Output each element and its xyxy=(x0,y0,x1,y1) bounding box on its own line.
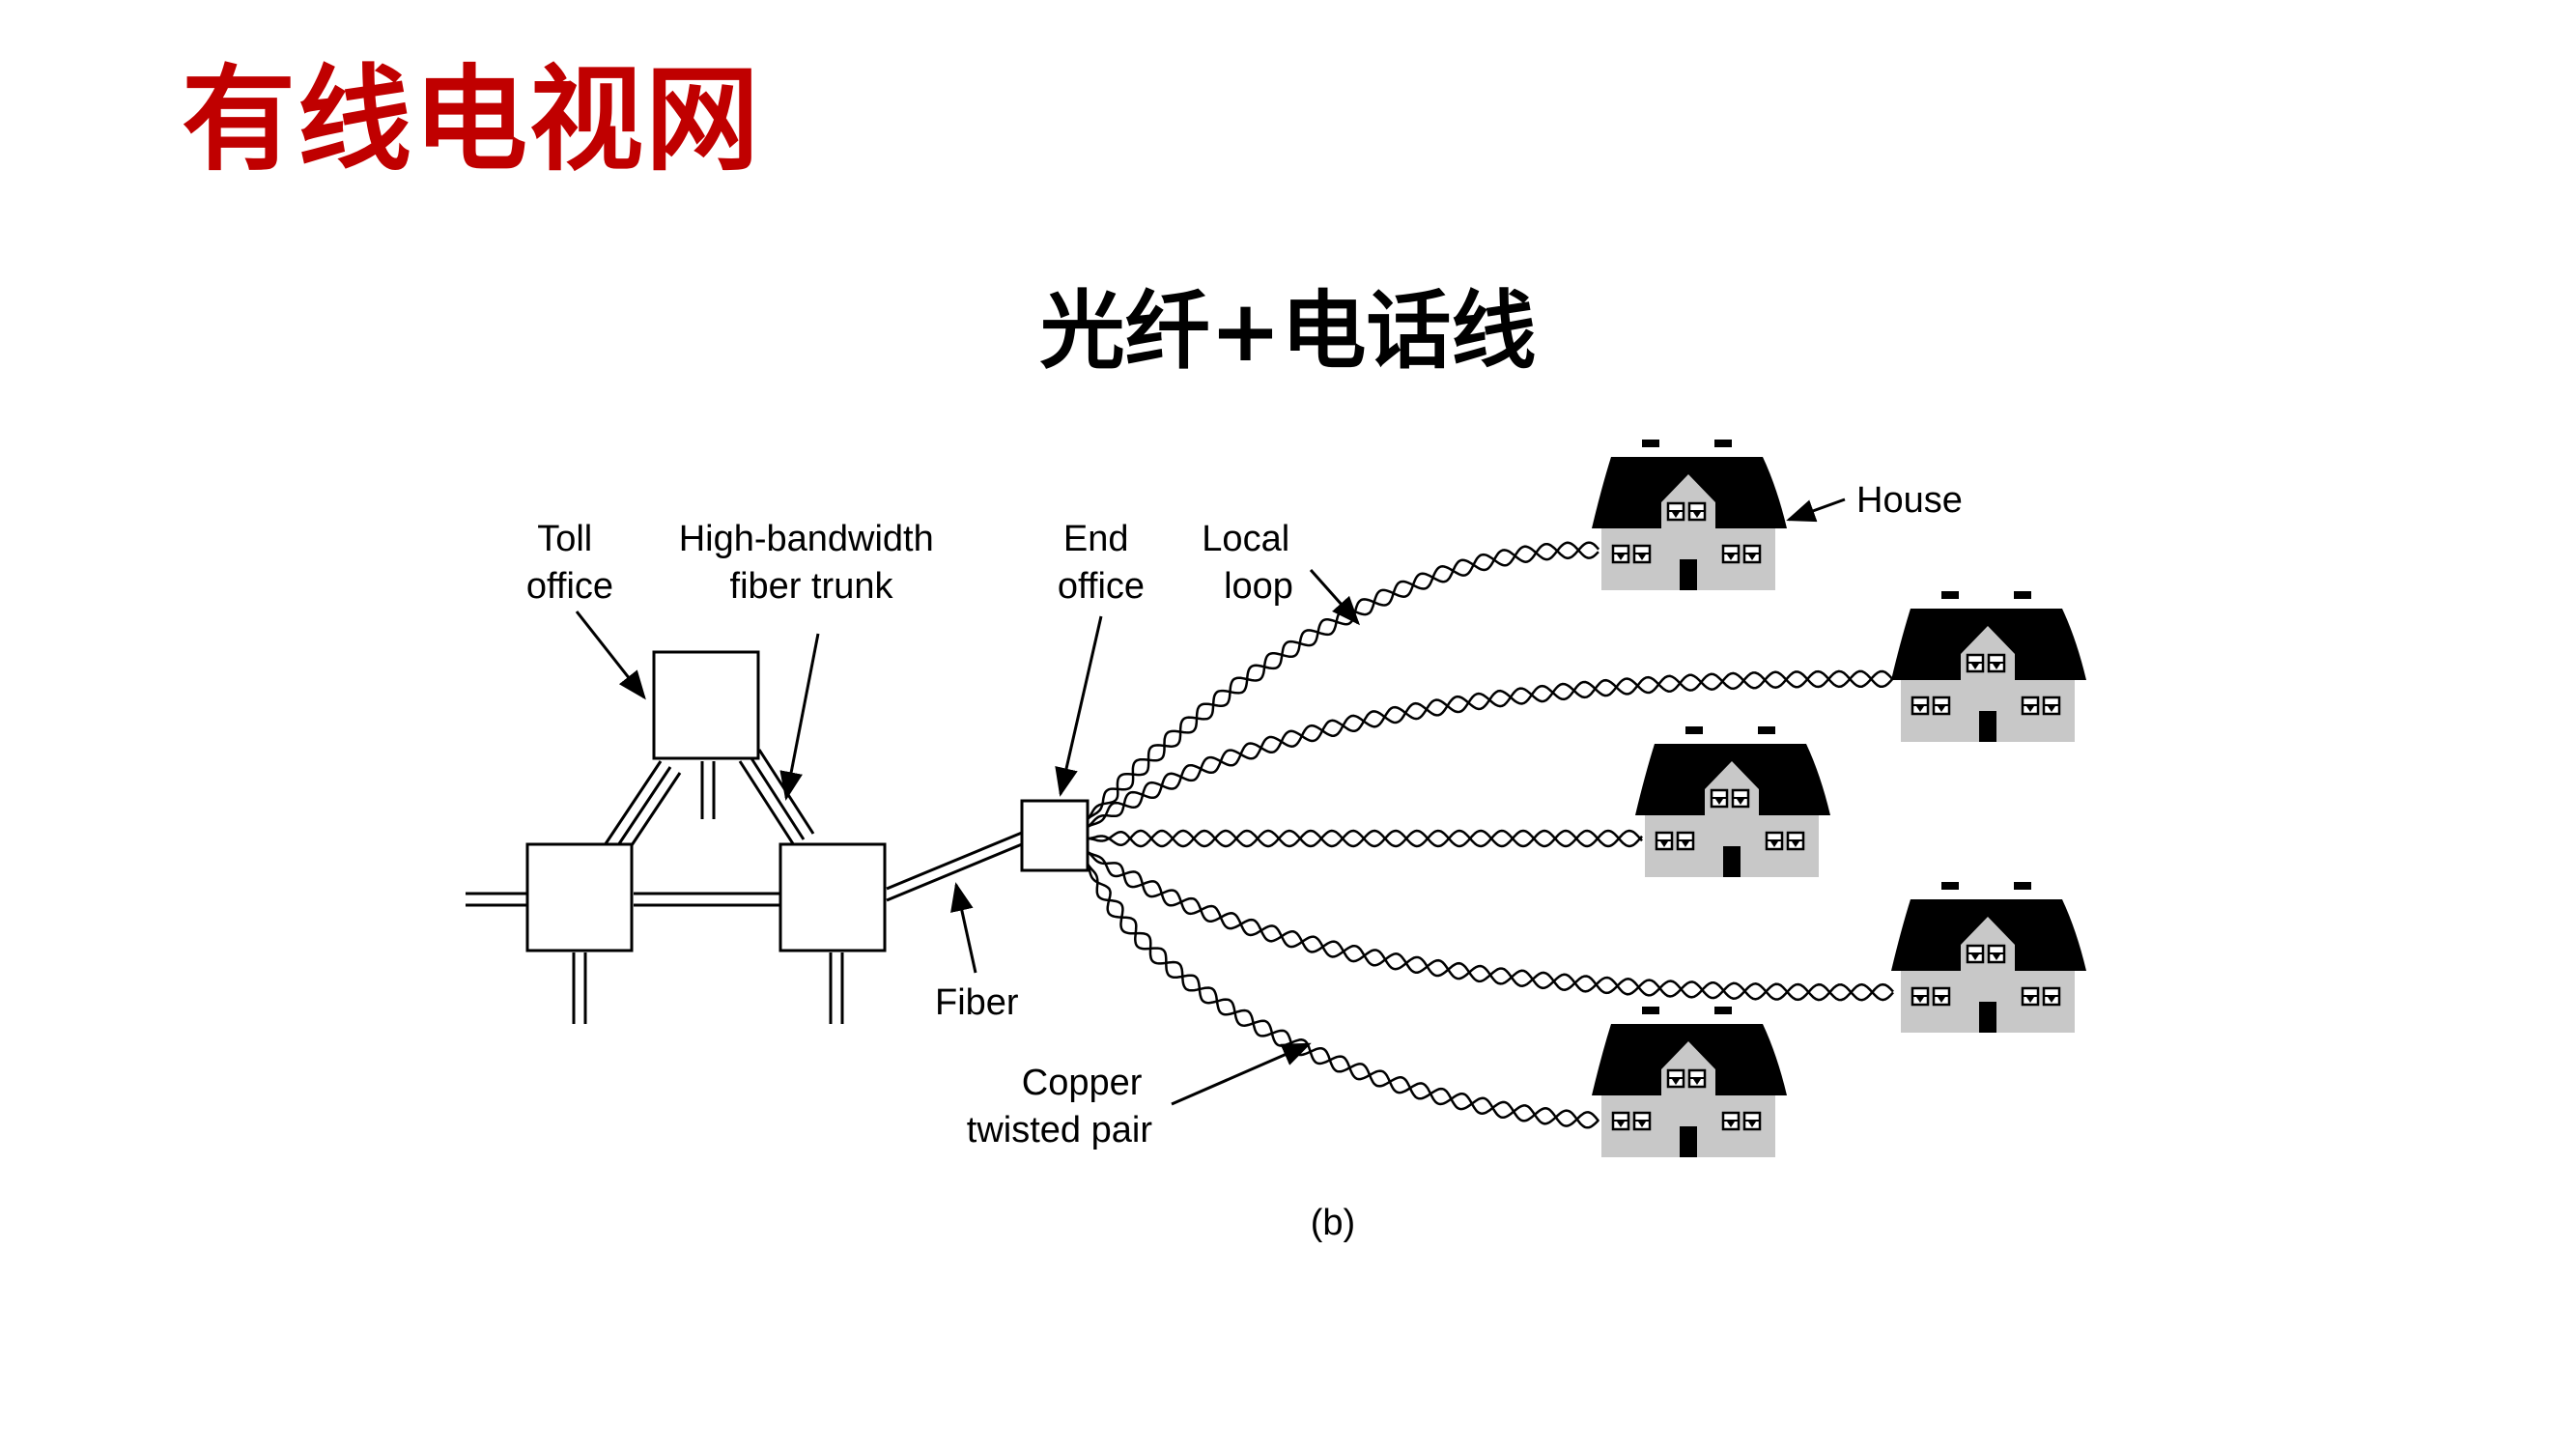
trunk-top-down xyxy=(700,761,716,819)
window-pane xyxy=(1971,954,1979,960)
window-pane xyxy=(1693,512,1701,518)
chimney xyxy=(1685,726,1703,734)
label-fiber: Fiber xyxy=(935,982,1019,1023)
window-pane xyxy=(1971,664,1979,669)
window-pane xyxy=(1727,554,1735,560)
offices xyxy=(525,650,1090,952)
window-pane xyxy=(1938,997,1945,1003)
window-pane xyxy=(1993,664,2000,669)
window-pane xyxy=(1617,1122,1625,1127)
twisted-pair-3 xyxy=(1088,829,1643,848)
window-pane xyxy=(1737,799,1744,805)
window-pane xyxy=(1770,841,1778,847)
twisted-pair-wire xyxy=(1088,829,1643,848)
window-pane xyxy=(1693,1079,1701,1085)
door xyxy=(1979,1002,1996,1033)
window-pane xyxy=(1660,841,1668,847)
trunk-left-stub xyxy=(466,892,529,907)
trunk-bottom-left-down xyxy=(572,952,587,1024)
label-local-loop: Local loop xyxy=(1202,519,1299,607)
fiber-link xyxy=(886,831,1023,902)
window-pane xyxy=(1938,706,1945,712)
annotation-arrows xyxy=(575,497,1846,1106)
arrow-fiber-trunk xyxy=(779,633,820,801)
label-fiber-trunk: High-bandwidth fiber trunk xyxy=(679,519,945,607)
twisted-pair-1 xyxy=(1087,541,1600,820)
chimney xyxy=(1642,440,1659,447)
trunk-top-left xyxy=(603,760,682,858)
slide-title: 有线电视网 xyxy=(182,53,762,186)
window-pane xyxy=(1993,954,2000,960)
window-pane xyxy=(1672,1079,1680,1085)
trunk-horizontal xyxy=(634,892,782,907)
twisted-pair-wire xyxy=(1087,850,1894,1002)
label-toll-office: Toll office xyxy=(526,519,613,607)
chimney xyxy=(1714,440,1732,447)
trunk-bottom-right-down xyxy=(829,952,844,1024)
label-copper: Copper twisted pair xyxy=(967,1063,1153,1151)
diagram-labels: Toll office High-bandwidth fiber trunk E… xyxy=(526,480,1963,1243)
arrow-house xyxy=(1786,497,1846,523)
chimney xyxy=(1941,882,1959,890)
label-house: House xyxy=(1856,480,1963,521)
window-pane xyxy=(1638,554,1646,560)
end-office-box xyxy=(1020,799,1090,872)
trunk-top-right xyxy=(738,749,815,846)
house-1-icon xyxy=(1592,440,1787,590)
arrow-toll-office xyxy=(575,611,646,700)
chimney xyxy=(1758,726,1775,734)
window-pane xyxy=(1682,841,1689,847)
twisted-pair-wire xyxy=(1088,829,1643,848)
twisted-pair-wire xyxy=(1087,541,1599,820)
label-end-office: End office xyxy=(1058,519,1145,607)
window-pane xyxy=(2026,706,2034,712)
window-pane xyxy=(1916,706,1924,712)
window-pane xyxy=(2048,997,2055,1003)
twisted-pair-wire xyxy=(1086,863,1599,1129)
diagram-caption: (b) xyxy=(1311,1203,1355,1243)
chimney xyxy=(2014,882,2031,890)
door xyxy=(1680,1126,1697,1157)
window-pane xyxy=(1748,554,1756,560)
window-pane xyxy=(1617,554,1625,560)
twisted-pair-5 xyxy=(1086,863,1599,1129)
window-pane xyxy=(1916,997,1924,1003)
arrow-fiber xyxy=(950,882,977,974)
twisted-pair-wire xyxy=(1086,863,1599,1127)
window-pane xyxy=(1748,1122,1756,1127)
arrow-end-office xyxy=(1055,615,1103,797)
window-pane xyxy=(2026,997,2034,1003)
chimney xyxy=(2014,591,2031,599)
houses xyxy=(1592,440,2086,1157)
house-2-icon xyxy=(1891,591,2086,742)
twisted-pair-wire xyxy=(1087,541,1600,820)
window-pane xyxy=(1638,1122,1646,1127)
toll-office-box xyxy=(652,650,760,760)
house-4-icon xyxy=(1891,882,2086,1033)
toll-network xyxy=(466,749,1023,1024)
office-box-left xyxy=(525,842,634,952)
door xyxy=(1979,711,1996,742)
window-pane xyxy=(1792,841,1799,847)
door xyxy=(1680,559,1697,590)
window-pane xyxy=(1727,1122,1735,1127)
window-pane xyxy=(2048,706,2055,712)
door xyxy=(1723,846,1741,877)
diagram-subtitle: 光纤+电话线 xyxy=(1039,281,1537,381)
chimney xyxy=(1941,591,1959,599)
chimney xyxy=(1714,1007,1732,1014)
twisted-pair-4 xyxy=(1087,850,1894,1002)
twisted-pair-wire xyxy=(1087,669,1894,829)
arrow-local-loop xyxy=(1309,569,1360,626)
house-3-icon xyxy=(1635,726,1830,877)
arrow-copper xyxy=(1171,1042,1312,1106)
office-box-right xyxy=(778,842,887,952)
twisted-pair-2 xyxy=(1087,669,1894,829)
window-pane xyxy=(1672,512,1680,518)
chimney xyxy=(1642,1007,1659,1014)
window-pane xyxy=(1715,799,1723,805)
house-5-icon xyxy=(1592,1007,1787,1157)
